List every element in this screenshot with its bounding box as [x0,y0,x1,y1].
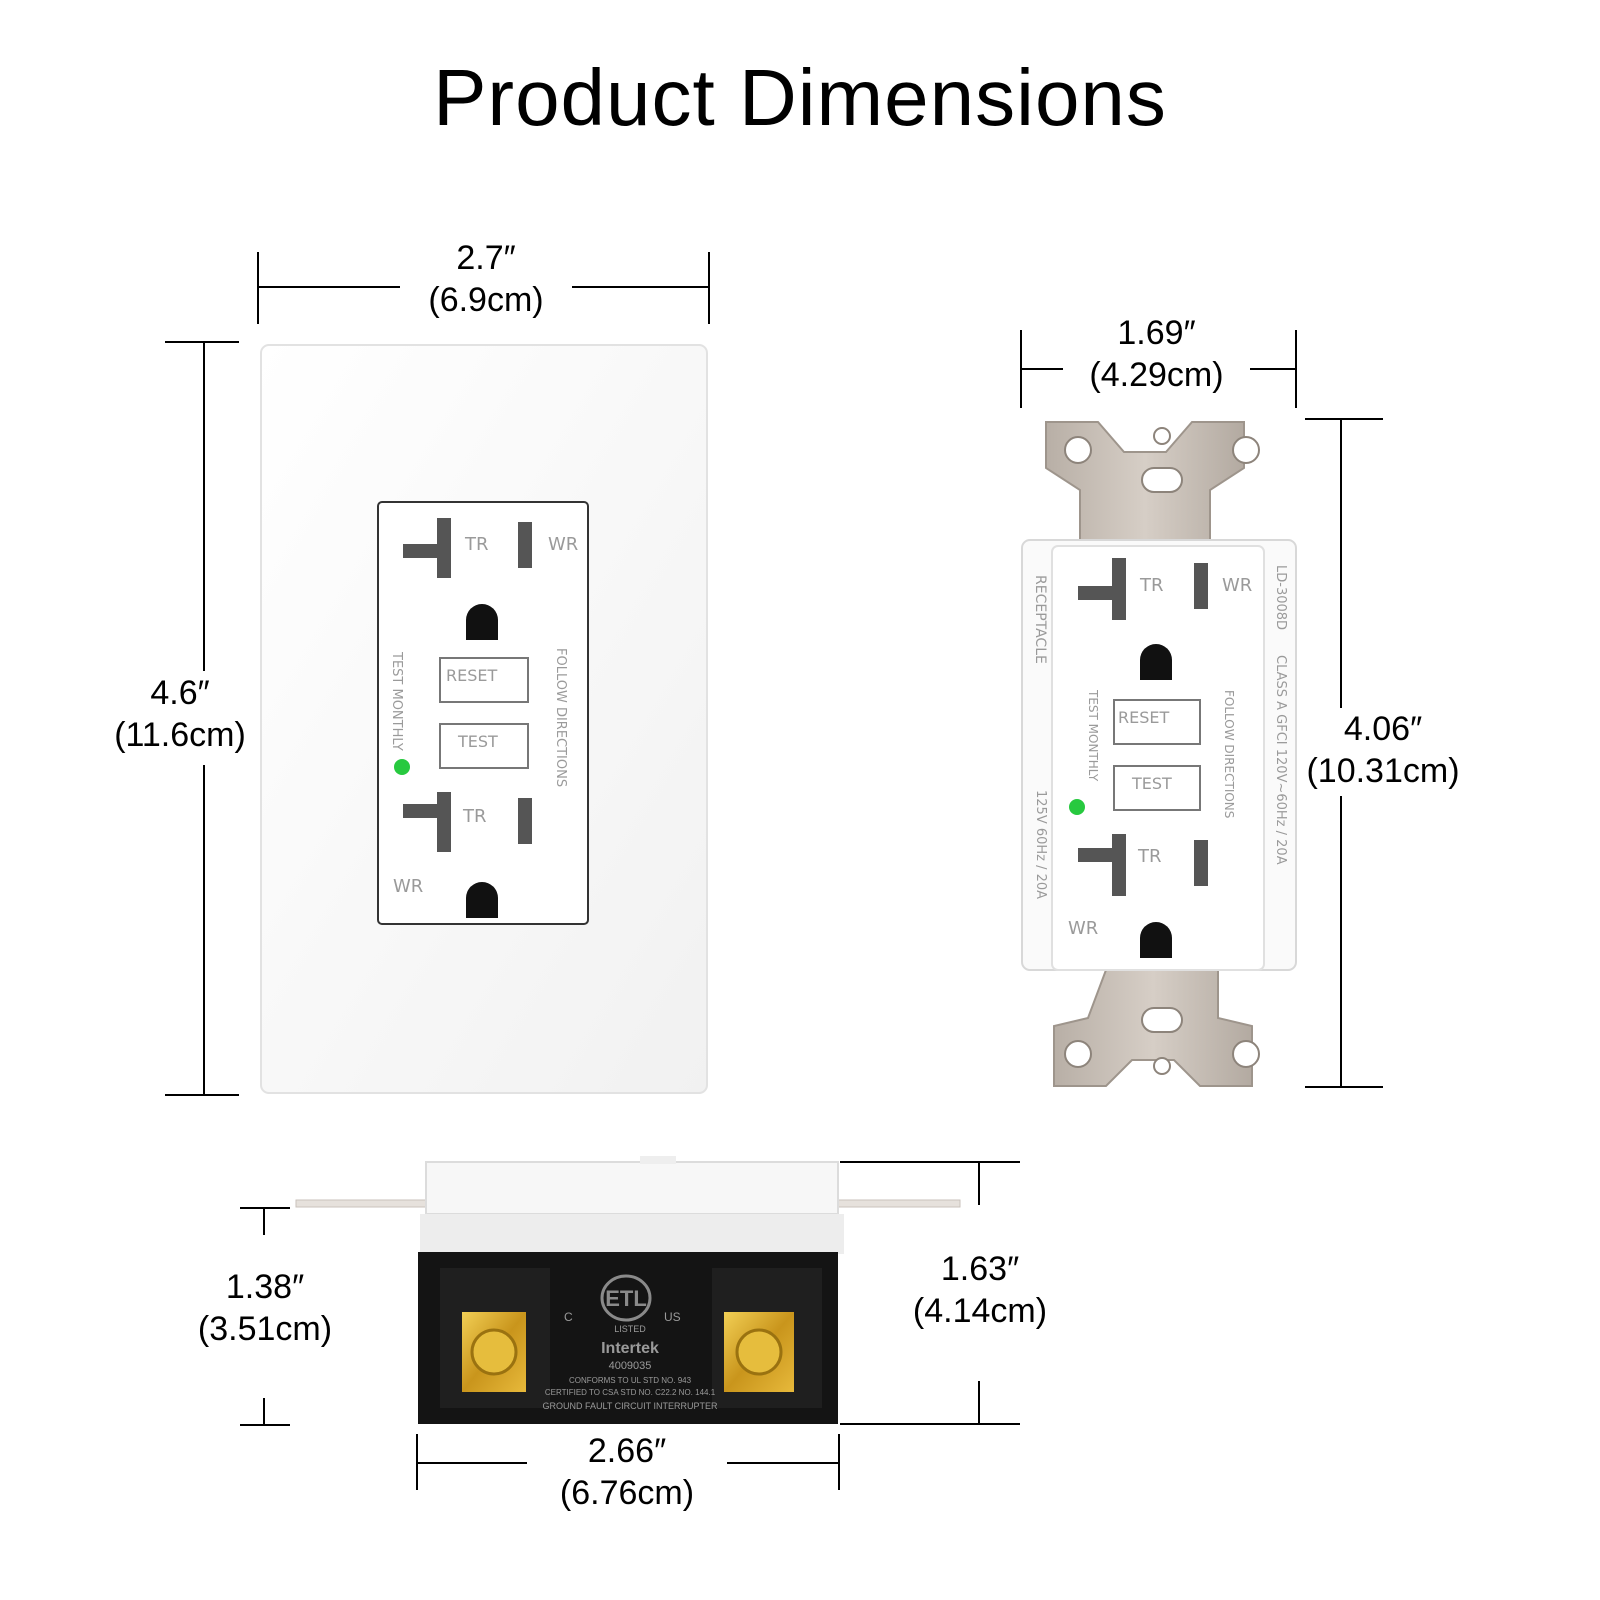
outlet-height-inch: 4.06″ [1343,710,1423,748]
body-width-inch: 2.66″ [587,1432,667,1470]
plate-test-monthly: TEST MONTHLY [389,652,404,751]
outlet-tr-mark-lower: TR [1138,846,1162,867]
test-button [439,723,529,769]
outlet-reset-label: RESET [1118,708,1170,727]
outlet-test-label: TEST [1132,774,1172,793]
lower-receptacle [403,792,532,918]
total-depth-inch: 1.63″ [940,1250,1020,1288]
body-depth-inch: 1.38″ [225,1268,305,1306]
svg-text:ETL: ETL [605,1286,647,1311]
body-width-cm: (6.76cm) [559,1474,695,1512]
cert-us-mark: US [664,1310,681,1324]
outlet-wr-mark: WR [1222,575,1253,596]
outlet-test-monthly: TEST MONTHLY [1086,690,1100,782]
outlet-rating-right: CLASS A GFCI 120V~60Hz / 20A [1273,655,1288,865]
plate-tr-mark: TR [465,534,489,555]
wall-plate [260,344,708,1094]
reset-button [439,657,529,703]
plate-reset-label: RESET [446,666,498,685]
plate-height-cm: (11.6cm) [114,716,246,754]
outlet-width-cm: (4.29cm) [1089,356,1224,394]
plate-width-inch: 2.7″ [456,239,516,277]
outlet-wr-mark-lower: WR [1068,918,1099,939]
outlet-model: LD-3008D [1273,565,1288,631]
status-led [394,759,410,775]
outlet-follow-directions: FOLLOW DIRECTIONS [1222,690,1236,819]
cert-c-mark: C [564,1310,573,1324]
plate-follow-directions: FOLLOW DIRECTIONS [553,648,568,788]
body-depth-cm: (3.51cm) [197,1310,333,1348]
outlet-device [1021,421,1297,1087]
plate-test-label: TEST [458,732,498,751]
outlet-rating-left: 125V 60Hz / 20A [1033,790,1048,900]
cert-line-3: GROUND FAULT CIRCUIT INTERRUPTER [542,1401,718,1411]
plate-height-inch: 4.6″ [150,674,210,712]
outlet-tr-mark: TR [1140,575,1164,596]
side-view: ETL [295,1156,961,1424]
outlet-height-cm: (10.31cm) [1306,752,1460,790]
cert-listed-mark: LISTED [614,1324,646,1334]
cert-number: 4009035 [608,1360,652,1372]
outlet-receptacle-text: RECEPTACLE [1032,575,1048,664]
plate-wr-mark-lower: WR [393,876,424,897]
plate-width-cm: (6.9cm) [428,281,544,319]
plate-tr-mark-lower: TR [463,806,487,827]
cert-brand: Intertek [601,1340,659,1357]
total-depth-cm: (4.14cm) [912,1292,1048,1330]
cert-line-2: CERTIFIED TO CSA STD NO. C22.2 NO. 144.1 [544,1388,716,1397]
page-title: Product Dimensions [433,53,1167,142]
outlet-width-inch: 1.69″ [1117,314,1196,352]
plate-wr-mark: WR [548,534,579,555]
upper-receptacle [403,518,532,640]
cert-line-1: CONFORMS TO UL STD NO. 943 [568,1376,692,1385]
